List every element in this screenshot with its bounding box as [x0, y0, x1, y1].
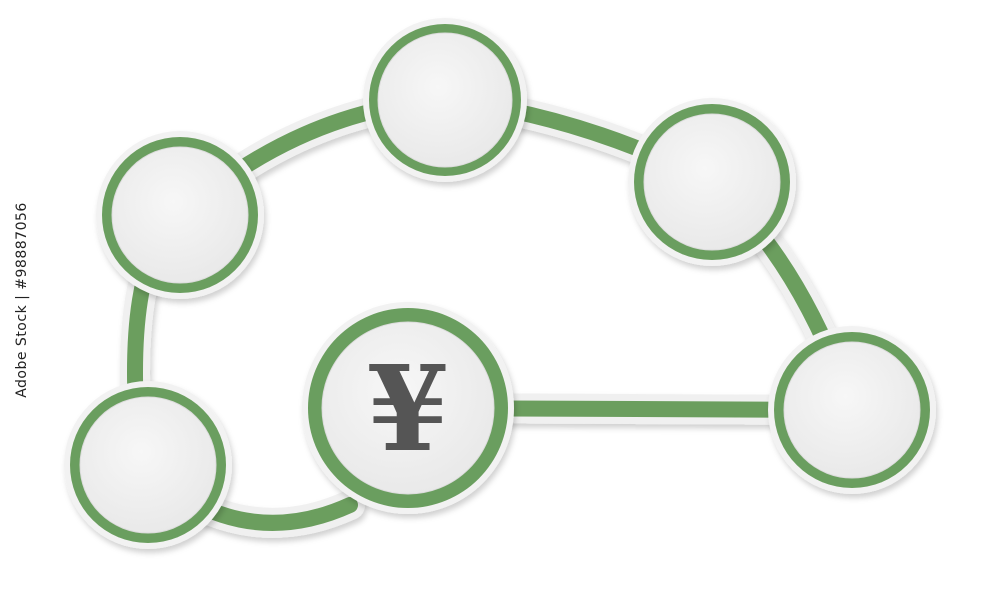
node-right: [768, 326, 936, 494]
node-top-right: [628, 98, 796, 266]
yen-icon: ¥: [367, 339, 449, 478]
node-top-left: [96, 131, 264, 299]
node-top-center: [363, 18, 527, 182]
stock-id-label: Adobe Stock | #98887056: [14, 202, 30, 398]
node-center: [302, 302, 514, 514]
node-bottom-left: [64, 381, 232, 549]
